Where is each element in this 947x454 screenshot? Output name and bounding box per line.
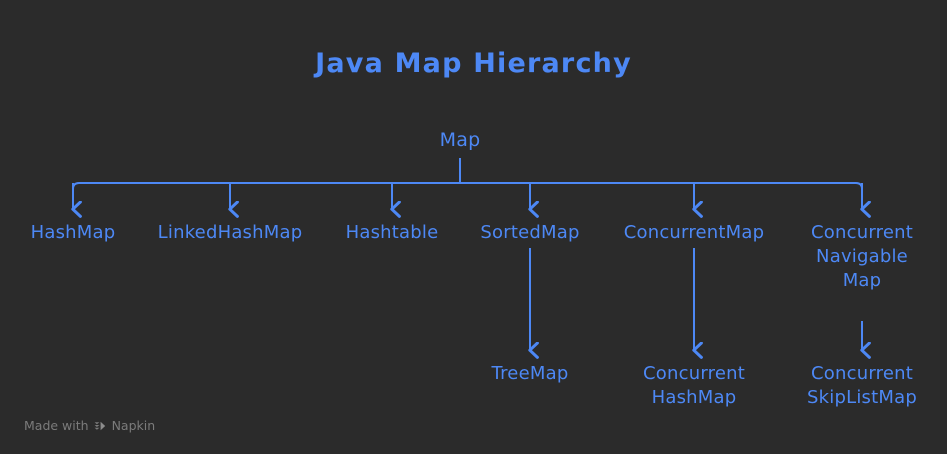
node-concurrenthashmap[interactable]: Concurrent HashMap xyxy=(643,363,745,408)
watermark-brand: Napkin xyxy=(111,418,156,433)
page-title: Java Map Hierarchy xyxy=(315,48,632,79)
node-concurrentmap[interactable]: ConcurrentMap xyxy=(623,222,765,243)
napkin-chevron-logo-icon xyxy=(94,420,107,433)
napkin-watermark: Made with Napkin xyxy=(24,418,155,433)
node-hashmap[interactable]: HashMap xyxy=(30,222,116,243)
node-hashtable[interactable]: Hashtable xyxy=(345,222,439,243)
node-map[interactable]: Map xyxy=(439,129,481,151)
node-linkedhashmap[interactable]: LinkedHashMap xyxy=(157,222,303,243)
node-sortedmap[interactable]: SortedMap xyxy=(480,222,580,243)
node-concurrentnavigablemap[interactable]: Concurrent Navigable Map xyxy=(811,222,913,291)
node-treemap[interactable]: TreeMap xyxy=(491,363,569,384)
watermark-prefix: Made with xyxy=(24,418,89,433)
node-concurrentskiplistmap[interactable]: Concurrent SkipListMap xyxy=(807,363,917,408)
edge-horizontal-bus xyxy=(72,182,863,190)
